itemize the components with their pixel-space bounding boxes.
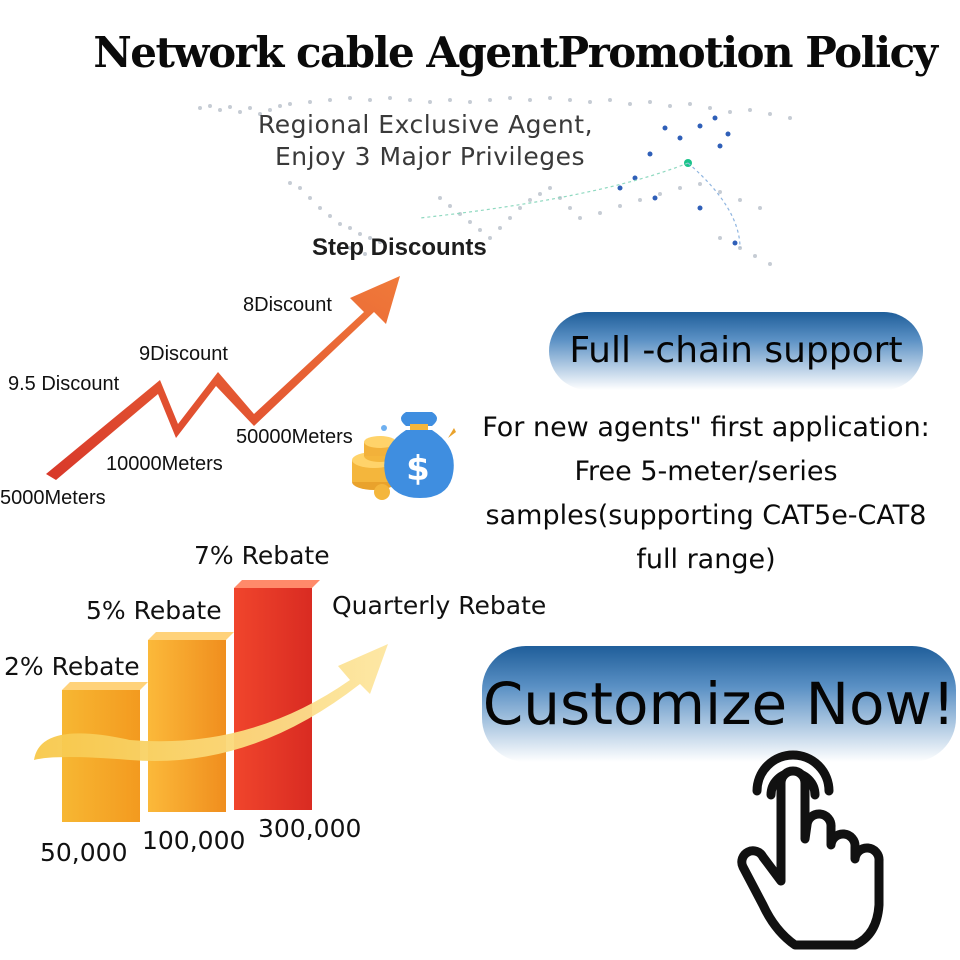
- rebate-bars: [34, 580, 388, 822]
- quarterly-rebate-title: Quarterly Rebate: [332, 591, 547, 620]
- samples-text: For new agents" first application: Free …: [452, 406, 960, 582]
- discount-label-1: 9.5 Discount: [8, 373, 120, 395]
- rebate-bar-2: [148, 640, 226, 812]
- meters-label-3: 50000Meters: [236, 426, 353, 448]
- rebate-label-2: 5% Rebate: [86, 596, 222, 625]
- money-bag-icon: $: [352, 412, 456, 500]
- discount-label-2: 9Discount: [139, 343, 228, 365]
- samples-line-2: Free 5-meter/series: [574, 456, 838, 487]
- samples-line-3: samples(supporting CAT5e-CAT8: [485, 500, 927, 531]
- step-discount-arrow: [46, 276, 400, 480]
- page-title: Network cable AgentPromotion Policy: [93, 28, 938, 77]
- meters-label-1: 5000Meters: [0, 487, 106, 509]
- tap-hand-icon: [737, 750, 884, 950]
- samples-line-1: For new agents" first application:: [482, 412, 930, 443]
- rebate-label-3: 7% Rebate: [194, 541, 330, 570]
- full-chain-support-button[interactable]: Full -chain support: [549, 312, 923, 390]
- step-discounts-title: Step Discounts: [312, 234, 487, 261]
- customize-now-button[interactable]: Customize Now!: [482, 646, 956, 762]
- map-banner-line1: Regional Exclusive Agent,: [258, 110, 594, 139]
- meters-label-2: 10000Meters: [106, 453, 223, 475]
- map-banner-line2: Enjoy 3 Major Privileges: [275, 142, 586, 171]
- amount-label-1: 50,000: [40, 838, 128, 867]
- world-map: [198, 96, 792, 266]
- rebate-label-1: 2% Rebate: [4, 652, 140, 681]
- amount-label-2: 100,000: [142, 826, 246, 855]
- rebate-bar-3: [234, 588, 312, 810]
- amount-label-3: 300,000: [258, 814, 362, 843]
- svg-text:$: $: [406, 449, 430, 489]
- samples-line-4: full range): [636, 544, 776, 575]
- discount-label-3: 8Discount: [243, 294, 332, 316]
